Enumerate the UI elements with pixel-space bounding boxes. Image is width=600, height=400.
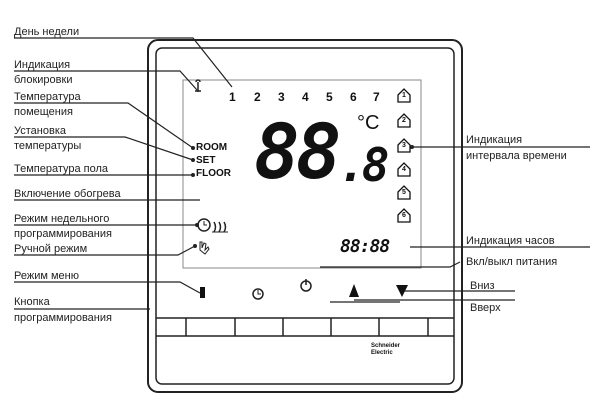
interval-number: 5 bbox=[402, 189, 406, 196]
day-2: 2 bbox=[254, 90, 261, 104]
interval-icon-4: 4 bbox=[397, 162, 411, 177]
floor-indicator: FLOOR bbox=[196, 168, 231, 179]
clock-program-icon bbox=[197, 218, 211, 232]
label-lock-2: блокировки bbox=[14, 74, 73, 86]
label-program-button: Кнопка bbox=[14, 296, 50, 308]
lock-icon bbox=[195, 79, 201, 92]
interval-icon-5: 5 bbox=[397, 185, 411, 200]
label-up: Вверх bbox=[470, 302, 501, 314]
label-room-temp-2: помещения bbox=[14, 106, 73, 118]
device-inner-frame bbox=[155, 47, 455, 385]
down-button-icon bbox=[396, 285, 408, 297]
celsius-unit: °C bbox=[357, 112, 380, 134]
day-6: 6 bbox=[350, 90, 357, 104]
interval-icon-2: 2 bbox=[397, 113, 411, 128]
interval-number: 6 bbox=[402, 212, 406, 219]
label-time-interval-2: интервала времени bbox=[466, 150, 567, 162]
menu-button-mark bbox=[200, 287, 205, 298]
day-4: 4 bbox=[302, 90, 309, 104]
label-program-button-2: программирования bbox=[14, 312, 112, 324]
interval-icon-6: 6 bbox=[397, 208, 411, 223]
clock-button-icon bbox=[252, 288, 264, 300]
label-lock: Индикация bbox=[14, 59, 71, 71]
label-power: Вкл/выкл питания bbox=[466, 256, 558, 268]
label-manual-mode: Ручной режим bbox=[14, 243, 88, 255]
set-indicator: SET bbox=[196, 155, 216, 166]
label-menu-mode: Режим меню bbox=[14, 270, 79, 282]
interval-icon-3: 3 bbox=[397, 138, 411, 153]
day-7: 7 bbox=[373, 90, 380, 104]
label-room-temp: Температура bbox=[14, 91, 81, 103]
room-indicator: ROOM bbox=[196, 142, 228, 153]
lcd-area bbox=[182, 79, 422, 269]
interval-icon-1: 1 bbox=[397, 88, 411, 103]
label-weekly-program: Режим недельного bbox=[14, 213, 110, 225]
label-down: Вниз bbox=[470, 280, 495, 292]
label-time-interval: Индикация bbox=[466, 134, 523, 146]
label-weekly-program-2: программирования bbox=[14, 228, 112, 240]
temperature-main: 88 bbox=[254, 107, 341, 196]
label-set-temp-2: температуры bbox=[14, 140, 82, 152]
clock-display: 88:88 bbox=[340, 236, 390, 257]
interval-number: 2 bbox=[402, 117, 406, 124]
label-day-of-week: День недели bbox=[14, 26, 80, 38]
device-outer-frame bbox=[147, 39, 463, 393]
label-clock: Индикация часов bbox=[466, 235, 555, 247]
day-3: 3 bbox=[278, 90, 285, 104]
label-floor-temp: Температура пола bbox=[14, 163, 109, 175]
hand-manual-icon bbox=[199, 241, 210, 255]
label-set-temp: Установка bbox=[14, 125, 66, 137]
label-heating: Включение обогрева bbox=[14, 188, 121, 200]
brand-logo: Schneider Electric bbox=[371, 343, 401, 356]
day-1: 1 bbox=[229, 90, 236, 104]
interval-number: 3 bbox=[402, 142, 406, 149]
heating-icon bbox=[213, 221, 227, 233]
interval-number: 4 bbox=[402, 166, 406, 173]
up-button-icon bbox=[349, 284, 359, 297]
interval-number: 1 bbox=[402, 92, 406, 99]
temperature-decimal: .8 bbox=[338, 138, 389, 192]
day-5: 5 bbox=[326, 90, 333, 104]
